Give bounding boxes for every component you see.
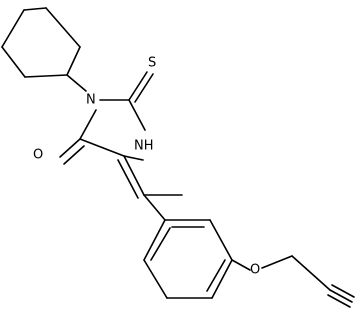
bond	[134, 73, 154, 103]
bond	[291, 255, 331, 291]
bond	[59, 138, 81, 158]
bond	[63, 145, 85, 165]
bond	[79, 138, 125, 157]
bond	[206, 259, 226, 292]
bond	[66, 74, 87, 92]
bond	[211, 259, 233, 299]
bond	[261, 255, 293, 269]
bond	[79, 109, 97, 140]
imidazolidinone-ring	[59, 71, 154, 165]
atom-label-s: S	[148, 56, 156, 71]
bond	[209, 219, 233, 261]
atom-label-n: N	[86, 93, 96, 108]
bond	[329, 289, 353, 303]
bond	[143, 219, 166, 261]
bond	[1, 46, 26, 78]
atom-label-o-carbonyl: O	[33, 148, 43, 163]
bond	[331, 284, 355, 298]
bond	[143, 194, 166, 221]
bond	[117, 159, 139, 199]
bond	[327, 294, 351, 308]
benzylidene	[117, 155, 233, 299]
bond	[24, 74, 68, 78]
bond	[23, 7, 47, 11]
bond	[128, 71, 148, 101]
atom-label-o-ether: O	[250, 263, 260, 278]
bond	[1, 9, 25, 48]
atom-label-nh: NH	[134, 139, 154, 154]
bond	[143, 259, 168, 299]
bond	[231, 259, 251, 271]
propargyloxy-chain	[231, 255, 355, 308]
bond	[66, 46, 81, 76]
bond	[123, 155, 145, 196]
bond	[123, 155, 144, 161]
bond	[45, 7, 81, 48]
bond	[128, 99, 146, 131]
bond	[150, 227, 171, 261]
cyclohexyl-ring	[1, 7, 81, 78]
